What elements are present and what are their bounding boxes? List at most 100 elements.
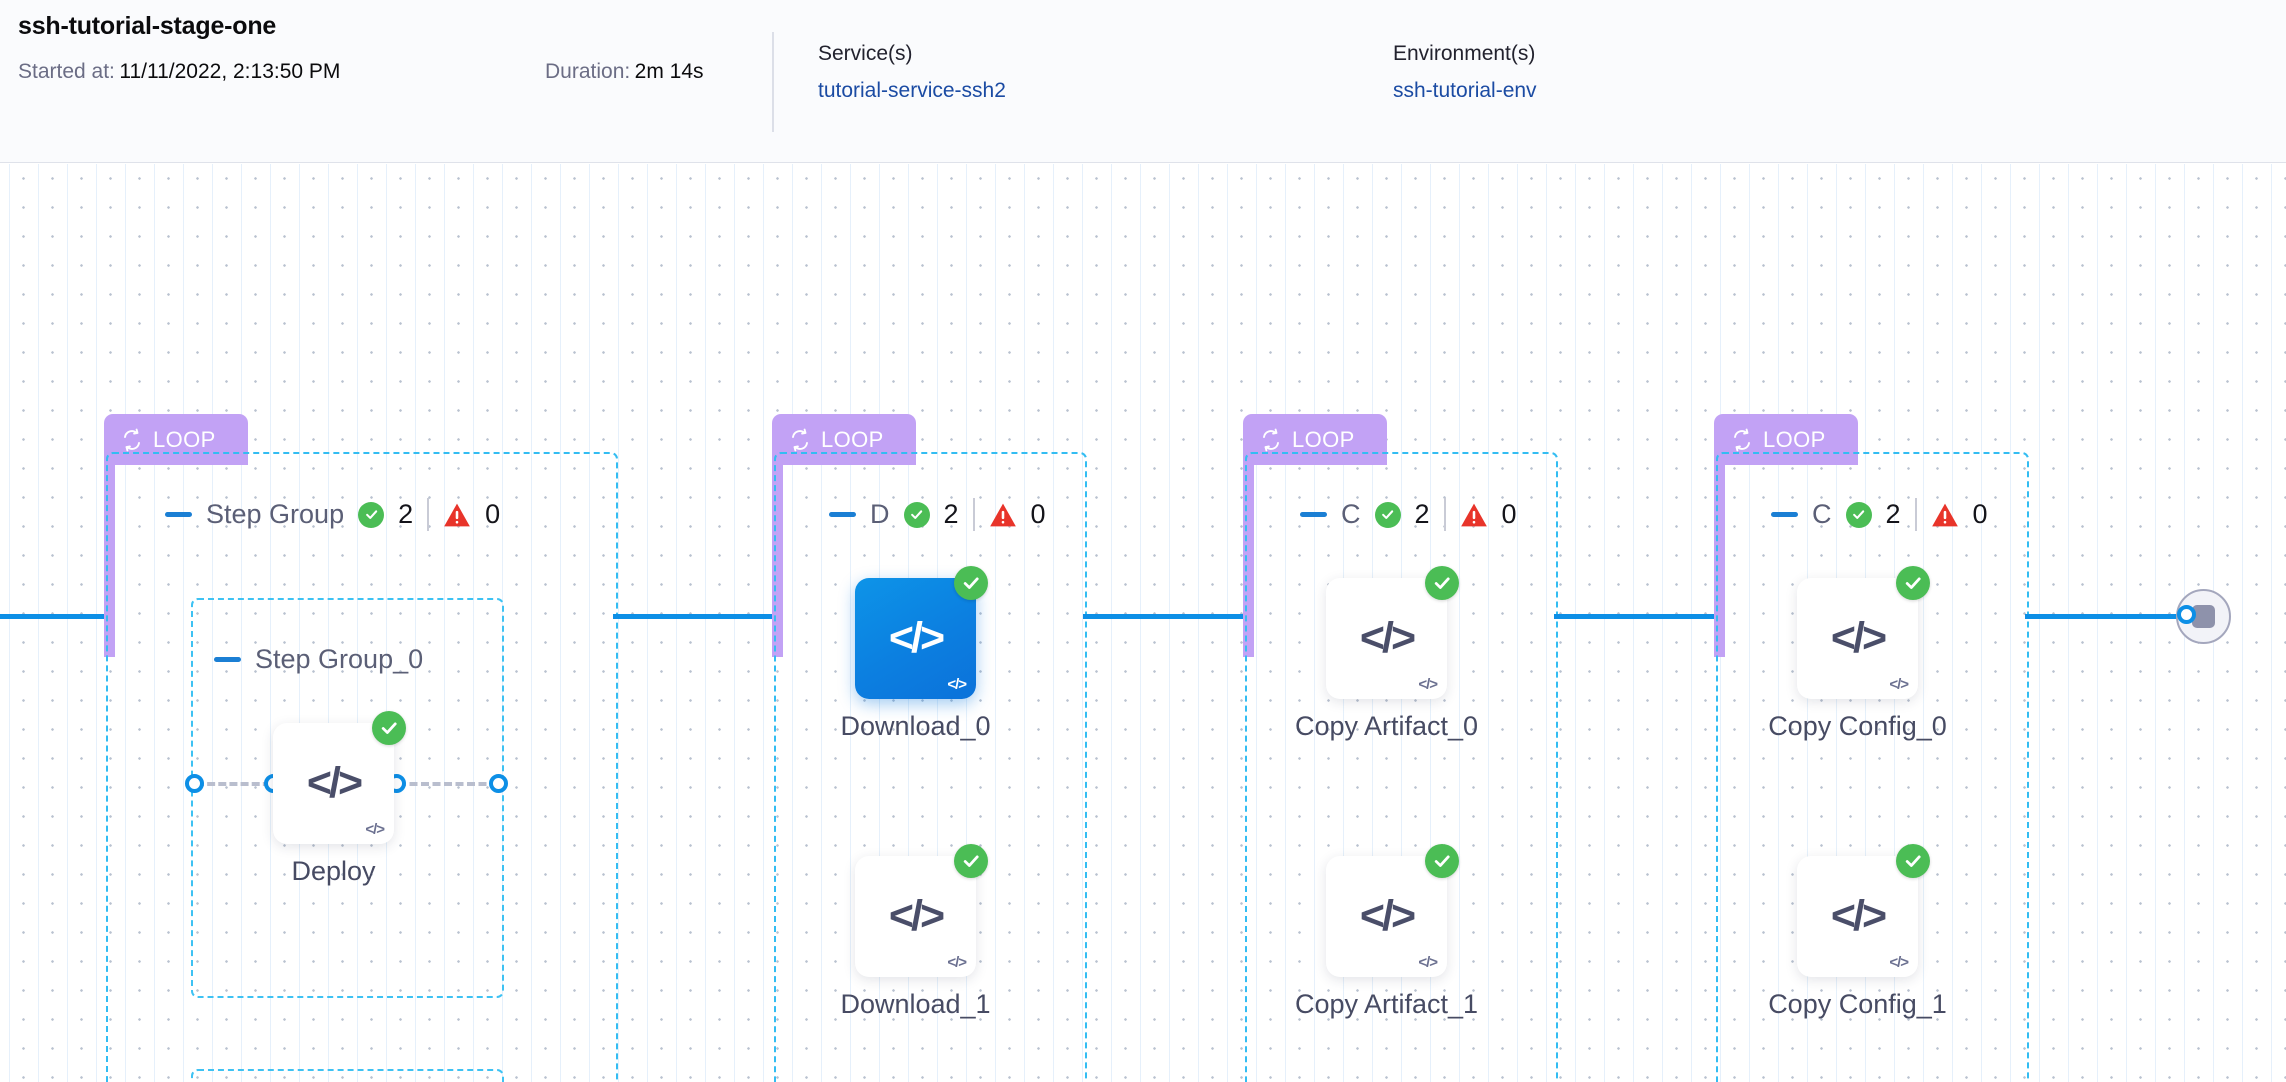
collapse-toggle-download[interactable] xyxy=(829,512,856,517)
service-link[interactable]: tutorial-service-ssh2 xyxy=(818,79,1006,102)
collapse-toggle-step-group[interactable] xyxy=(165,512,192,517)
duration-label: Duration: xyxy=(545,60,631,83)
group-box-copy-config[interactable] xyxy=(1716,452,2029,1082)
step-node-box[interactable]: </> </> xyxy=(1797,844,1930,977)
step-node-box[interactable]: </> </> xyxy=(855,844,988,977)
code-type-badge-icon: </> xyxy=(1889,954,1909,971)
step-node-download-1[interactable]: </> </> Download_1 xyxy=(840,844,991,1019)
connector-dot-rail-left-outer[interactable] xyxy=(185,774,204,793)
step-node-label: Download_0 xyxy=(840,711,991,741)
services-label: Service(s) xyxy=(818,42,913,65)
wire-incoming xyxy=(0,614,104,619)
loop-bar-4 xyxy=(1714,454,1725,657)
started-at-value: 11/11/2022, 2:13:50 PM xyxy=(119,60,341,83)
connector-dot-rail-right-outer[interactable] xyxy=(489,774,508,793)
counts-divider xyxy=(427,498,430,531)
started-at-label: Started at: xyxy=(18,60,115,83)
step-node-download-0[interactable]: </> </> Download_0 xyxy=(840,566,991,741)
warning-count-download: 0 xyxy=(1030,499,1046,529)
group-box-step-group-0[interactable] xyxy=(191,598,504,998)
wire-group2-group3 xyxy=(1083,614,1243,619)
loop-icon xyxy=(1263,428,1279,451)
step-node-box[interactable]: </> </> xyxy=(855,566,988,699)
code-icon: </> xyxy=(1359,614,1416,662)
warning-triangle-icon xyxy=(1460,503,1487,526)
success-check-icon xyxy=(1845,501,1872,528)
step-node-deploy[interactable]: </> </> Deploy xyxy=(273,711,406,886)
code-type-badge-icon: </> xyxy=(947,676,967,693)
check-glyph xyxy=(1434,577,1450,589)
step-node-copy-artifact-0[interactable]: </> </> Copy Artifact_0 xyxy=(1295,566,1478,741)
collapse-toggle-step-group-0[interactable] xyxy=(214,657,241,662)
step-node-copy-config-1[interactable]: </> </> Copy Config_1 xyxy=(1768,844,1947,1019)
step-node-box[interactable]: </> </> xyxy=(1797,566,1930,699)
group-header-copy-artifact: C 2 0 xyxy=(1300,498,1517,531)
success-check-icon xyxy=(358,501,385,528)
check-glyph xyxy=(911,510,923,519)
step-node-box[interactable]: </> </> xyxy=(1326,566,1459,699)
success-check-icon xyxy=(1374,501,1401,528)
warning-count-copy-artifact: 0 xyxy=(1501,499,1517,529)
success-check-icon xyxy=(903,501,930,528)
step-node-label: Copy Config_0 xyxy=(1768,711,1947,741)
loop-bar-2 xyxy=(772,454,783,657)
wire-deploy-right xyxy=(398,782,498,786)
counts-divider xyxy=(1914,498,1917,531)
step-node-copy-artifact-1[interactable]: </> </> Copy Artifact_1 xyxy=(1295,844,1478,1019)
step-node-copy-config-0[interactable]: </> </> Copy Config_0 xyxy=(1768,566,1947,741)
group-box-copy-artifact[interactable] xyxy=(1245,452,1558,1082)
code-icon: </> xyxy=(888,614,945,662)
status-badge-success xyxy=(954,566,988,600)
step-node-box[interactable]: </> </> xyxy=(1326,844,1459,977)
warning-triangle-icon xyxy=(1931,503,1958,526)
loop-badge-2[interactable]: LOOP xyxy=(772,414,916,465)
group-label-download: D xyxy=(870,499,890,529)
warning-triangle-icon xyxy=(989,503,1016,526)
step-node-label: Copy Artifact_0 xyxy=(1294,711,1479,741)
success-count-copy-artifact: 2 xyxy=(1414,499,1430,529)
group-label-copy-config: C xyxy=(1812,499,1832,529)
pipeline-graph-canvas[interactable]: LOOP Step Group 2 0 Step Group_0 </> </> xyxy=(0,164,2286,1082)
wire-group3-group4 xyxy=(1554,614,1714,619)
group-box-step-group[interactable] xyxy=(106,452,618,1082)
success-count-step-group: 2 xyxy=(398,499,414,529)
check-glyph xyxy=(365,510,377,519)
collapse-toggle-copy-artifact[interactable] xyxy=(1300,512,1327,517)
success-count-download: 2 xyxy=(943,499,959,529)
page-title: ssh-tutorial-stage-one xyxy=(18,12,277,40)
step-node-box[interactable]: </> </> xyxy=(273,711,406,844)
group-box-download[interactable] xyxy=(774,452,1087,1082)
pipeline-stage-header: ssh-tutorial-stage-one Started at: 11/11… xyxy=(0,0,2286,163)
group-label-step-group-0: Step Group_0 xyxy=(255,644,424,674)
loop-badge-3[interactable]: LOOP xyxy=(1243,414,1387,465)
check-glyph xyxy=(963,855,979,867)
wire-deploy-left xyxy=(196,782,282,786)
collapse-toggle-copy-config[interactable] xyxy=(1771,512,1798,517)
warning-count-copy-config: 0 xyxy=(1972,499,1988,529)
loop-icon xyxy=(1734,428,1750,451)
status-badge-success xyxy=(1896,844,1930,878)
counts-divider xyxy=(1443,498,1446,531)
loop-badge-label-2: LOOP xyxy=(821,426,884,452)
connector-dot-end-node[interactable] xyxy=(2177,605,2196,624)
status-badge-success xyxy=(1425,566,1459,600)
check-glyph xyxy=(1382,510,1394,519)
loop-badge-4[interactable]: LOOP xyxy=(1714,414,1858,465)
group-header-download: D 2 0 xyxy=(829,498,1046,531)
status-badge-success xyxy=(954,844,988,878)
loop-badge-1[interactable]: LOOP xyxy=(104,414,248,465)
loop-icon xyxy=(124,428,140,451)
code-type-badge-icon: </> xyxy=(947,954,967,971)
group-header-step-group-0: Step Group_0 xyxy=(214,644,423,675)
status-badge-success xyxy=(1896,566,1930,600)
code-type-badge-icon: </> xyxy=(1418,676,1438,693)
environments-label: Environment(s) xyxy=(1393,42,1536,65)
check-glyph xyxy=(1905,855,1921,867)
header-divider xyxy=(772,32,774,132)
group-box-step-group-1[interactable] xyxy=(191,1069,504,1082)
success-count-copy-config: 2 xyxy=(1885,499,1901,529)
check-glyph xyxy=(963,577,979,589)
environment-link[interactable]: ssh-tutorial-env xyxy=(1393,79,1537,102)
code-type-badge-icon: </> xyxy=(1418,954,1438,971)
group-header-copy-config: C 2 0 xyxy=(1771,498,1988,531)
